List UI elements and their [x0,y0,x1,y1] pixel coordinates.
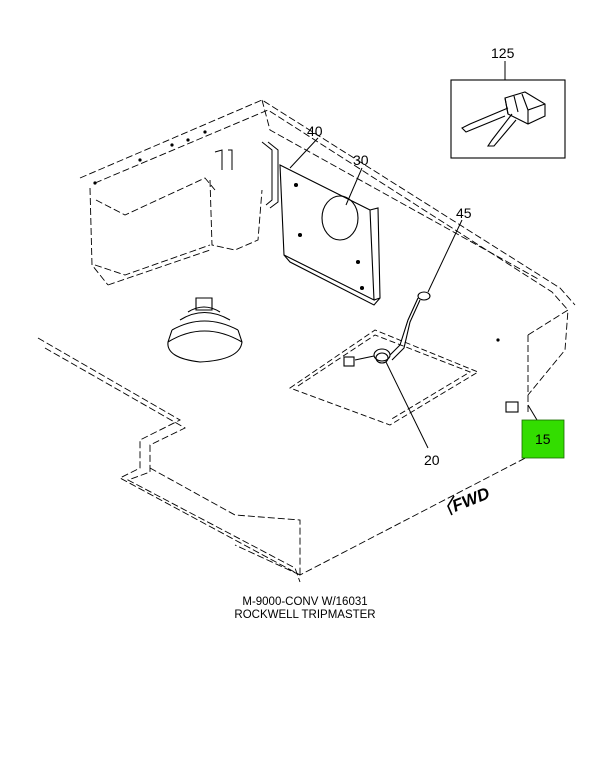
callout-45[interactable]: 45 [456,205,472,221]
connector-45 [417,291,431,301]
callout-40[interactable]: 40 [307,123,323,139]
fuse-detail [450,61,566,159]
fwd-direction-marker: FWD [447,484,492,516]
callout-15-highlight[interactable] [521,419,565,459]
cab-back-wall [79,99,576,311]
shift-boot [167,297,243,363]
callout-125[interactable]: 125 [491,45,515,61]
callout-20[interactable]: 20 [424,452,440,468]
tripmaster-unit [321,195,359,241]
floor-access-cover [289,329,480,426]
detail-box [450,79,566,159]
part-15-block [505,401,519,413]
cab-floor [37,337,561,583]
fwd-label: FWD [449,484,492,516]
mounting-bracket [279,164,381,306]
connector-plug [343,356,355,367]
fwd-arrow-icon [447,495,455,516]
screw-dots [93,130,500,342]
diagram-caption: M-9000-CONV W/16031 ROCKWELL TRIPMASTER [0,596,610,622]
cable-coil [373,348,391,362]
callout-15[interactable]: 15 [535,431,551,447]
right-side-panel [527,309,569,412]
harness-pipe [214,141,279,209]
fuse-icon [461,91,546,147]
wire-harness [343,291,431,367]
callout-30[interactable]: 30 [353,152,369,168]
caption-line-2: ROCKWELL TRIPMASTER [234,609,376,621]
caption-line-1: M-9000-CONV W/16031 [242,596,368,608]
